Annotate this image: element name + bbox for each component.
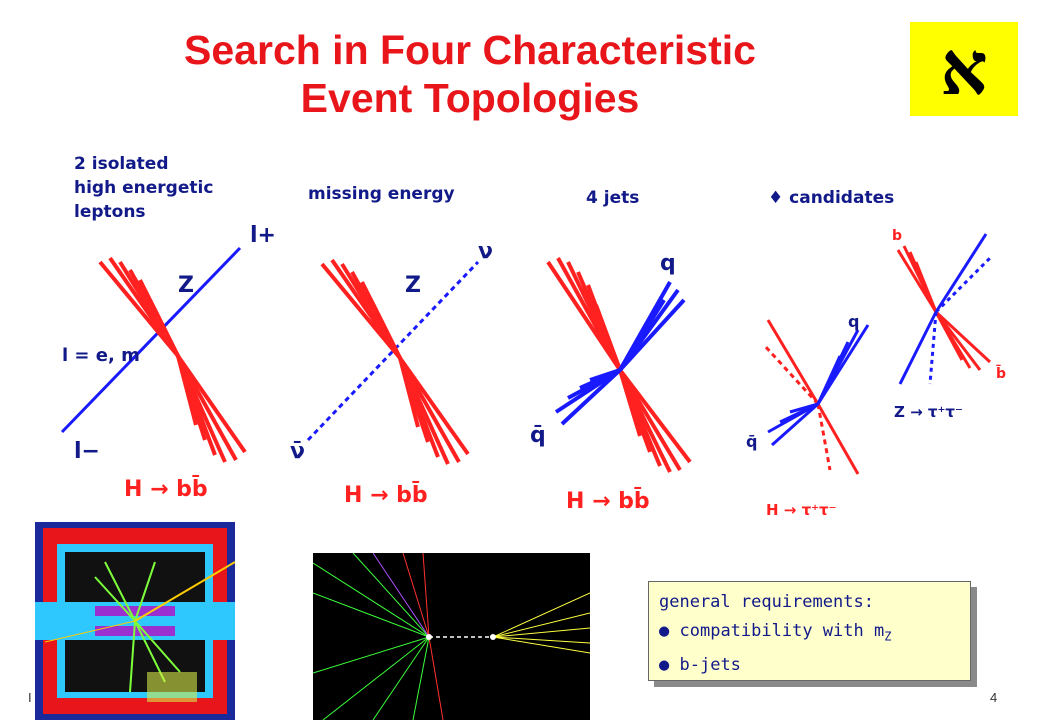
bjet-lines-z: [896, 245, 992, 371]
bjet-cones: [98, 256, 247, 463]
tau-lines-z: [898, 233, 992, 385]
footer-fragment: I: [28, 690, 32, 705]
lepton-definition: l = e, m: [62, 345, 140, 366]
lepton-minus-label: l−: [74, 439, 100, 464]
requirement-item-2: ● b-jets: [659, 655, 741, 676]
z-label-2: Z: [405, 273, 421, 298]
event-display-tracks: [313, 553, 590, 720]
bjet-cones: [546, 257, 692, 473]
tau-jets-h: [762, 319, 860, 475]
q-label-4: q: [848, 312, 860, 331]
nu-label: ν: [478, 239, 493, 264]
diagram-four-jets: [546, 257, 692, 473]
bullet-icon: ●: [659, 621, 670, 641]
lepton-line: [60, 246, 242, 434]
qjet-lines-h: [767, 324, 870, 447]
qjet-cones: [554, 281, 686, 426]
slide-title: Search in Four Characteristic Event Topo…: [110, 26, 830, 122]
nubar-label: ν̄: [290, 439, 305, 464]
z-label-1: Z: [178, 273, 194, 298]
qbar-label-4: q̄: [746, 432, 758, 451]
title-line-1: Search in Four Characteristic: [184, 27, 756, 73]
diagram-leptons: [60, 246, 247, 463]
topology-2-label: missing energy: [308, 184, 455, 204]
decay-label-1: H → bb̄: [124, 477, 208, 502]
topology-4-label: ♦ candidates: [768, 188, 895, 208]
bullet-icon: ●: [659, 655, 670, 676]
title-line-2: Event Topologies: [300, 75, 640, 121]
bbar-label: b̄: [996, 366, 1007, 382]
topology-3-label: 4 jets: [586, 188, 640, 208]
decay-label-3: H → bb̄: [566, 489, 650, 514]
topology-1-label: 2 isolated high energetic leptons: [74, 154, 214, 222]
aleph-letter-icon: א: [940, 26, 988, 112]
q-label-3: q: [660, 251, 676, 276]
decay-h-tautau: H → τ⁺τ⁻: [766, 501, 837, 519]
b-label: b: [892, 228, 903, 244]
decay-label-2: H → bb̄: [344, 483, 428, 508]
lepton-plus-label: l+: [250, 223, 276, 248]
decay-z-tautau: Z → τ⁺τ⁻: [894, 403, 963, 421]
diagram-h-tautau: [762, 319, 870, 475]
qbar-label-3: q̄: [530, 423, 546, 448]
aleph-logo: א: [910, 22, 1018, 116]
requirement-item-1: ● compatibility with mZ: [659, 621, 892, 644]
page-number: 4: [990, 690, 998, 705]
event-display-detector: [35, 522, 235, 720]
bjet-cones: [320, 258, 470, 465]
requirements-box: general requirements: ● compatibility wi…: [648, 581, 971, 681]
requirements-heading: general requirements:: [659, 592, 874, 612]
diagram-z-tautau: [896, 233, 992, 385]
diagram-missing-energy: [306, 258, 480, 465]
